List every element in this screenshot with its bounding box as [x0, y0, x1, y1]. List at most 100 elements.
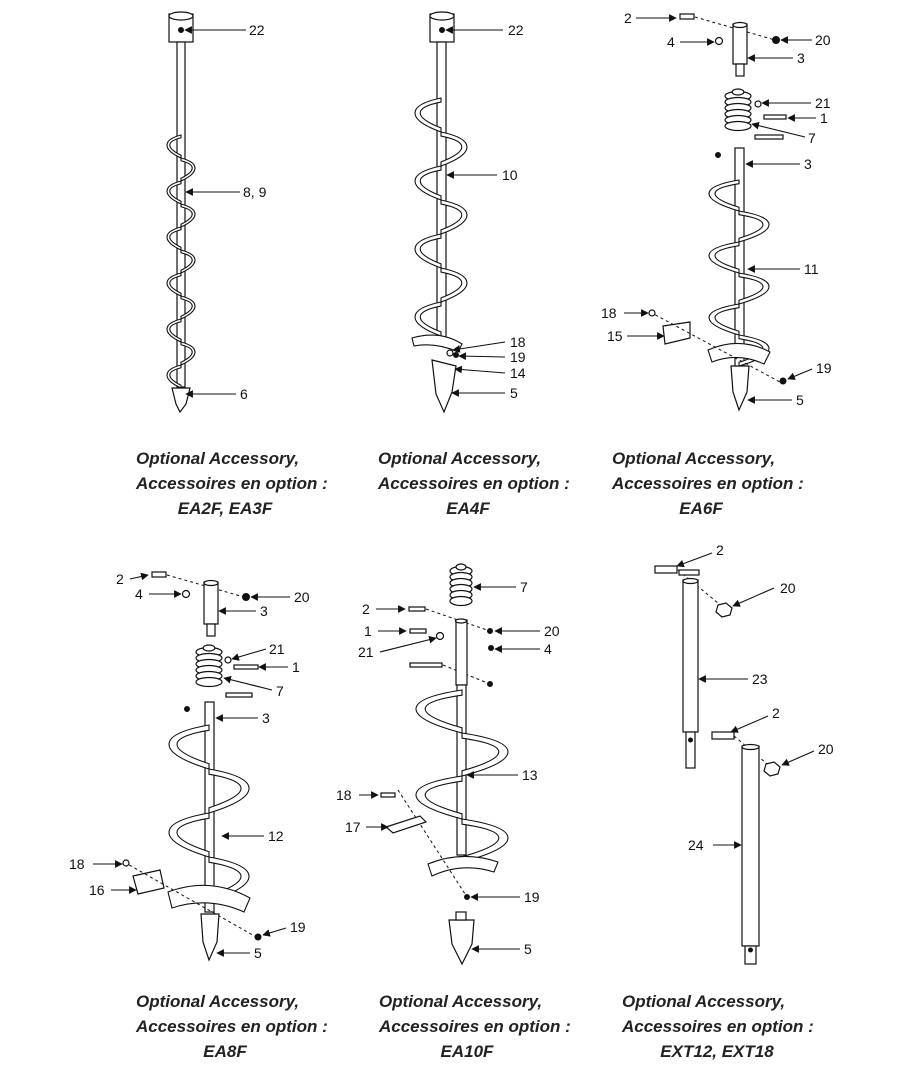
- adapter-3: [203, 581, 219, 625]
- caption-line1: Optional Accessory,: [136, 449, 300, 468]
- auger-shaft: [176, 41, 186, 388]
- caption-model: EA4F: [446, 499, 490, 518]
- callout-20: 20: [780, 580, 796, 596]
- caption-ea2f: Optional Accessory, Accessoires en optio…: [136, 446, 416, 521]
- callout-1: 1: [292, 659, 300, 675]
- callout-3b: 3: [804, 156, 812, 172]
- extension-24-pin: [744, 945, 757, 965]
- spring-hole: [731, 88, 745, 96]
- extension-23-pin: [685, 731, 696, 769]
- leader-19: [262, 927, 287, 937]
- caption-model: EA10F: [440, 1042, 494, 1061]
- caption-model: EA2F, EA3F: [177, 499, 273, 518]
- flight-segment: [414, 165, 442, 201]
- caption-ext: Optional Accessory, Accessoires en optio…: [622, 989, 902, 1064]
- callout-18: 18: [69, 856, 85, 872]
- auger-flights: [708, 179, 770, 367]
- extension-23-top: [682, 577, 699, 585]
- flight-segment: [440, 131, 468, 167]
- nut-19: [453, 352, 459, 358]
- caption-line2: Accessoires en option :: [378, 474, 570, 493]
- callout-4: 4: [135, 586, 143, 602]
- flight-segment: [708, 241, 740, 274]
- blade-16: [132, 869, 165, 895]
- adapter-hub: [455, 619, 468, 686]
- nut-20: [715, 602, 733, 618]
- flight-segment: [166, 272, 182, 297]
- callout-4: 4: [544, 641, 552, 657]
- auger-flights: [414, 97, 468, 337]
- callout-20b: 20: [818, 741, 834, 757]
- bolt-lower: [754, 134, 784, 140]
- leader-19: [458, 352, 506, 360]
- caption-line1: Optional Accessory,: [378, 449, 542, 468]
- panel-ea6f-drawing: 2 4 20 3 21 1 7 3 11 18 15 19 5: [601, 10, 832, 412]
- flight-segment: [415, 689, 463, 734]
- flight-segment: [708, 303, 740, 336]
- washer-21: [754, 100, 762, 108]
- flight-segment: [166, 180, 182, 205]
- callout-23: 23: [752, 671, 768, 687]
- nut-lower: [487, 681, 493, 687]
- callout-4: 4: [667, 34, 675, 50]
- hub-bolt-hole: [178, 27, 184, 33]
- callout-22: 22: [249, 22, 265, 38]
- panel-ea4f-drawing: 22 10 18 19 14 5: [411, 11, 526, 414]
- nut-19: [254, 933, 262, 941]
- callout-3: 3: [797, 50, 805, 66]
- callout-12: 12: [268, 828, 284, 844]
- adapter-pin: [735, 63, 745, 77]
- point-5: [448, 919, 475, 966]
- caption-ea6f: Optional Accessory, Accessoires en optio…: [612, 446, 892, 521]
- nut-19: [779, 377, 787, 385]
- callout-5: 5: [524, 941, 532, 957]
- callout-24: 24: [688, 837, 704, 853]
- assembly-axis: [425, 608, 491, 632]
- bolt-2: [151, 571, 167, 578]
- flight-segment: [414, 97, 442, 133]
- nut-4: [488, 645, 494, 651]
- caption-line2: Accessoires en option :: [136, 474, 328, 493]
- callout-5: 5: [796, 392, 804, 408]
- caption-model: EA6F: [679, 499, 723, 518]
- panel-ea2f-drawing: 22 8, 9 6: [166, 11, 267, 414]
- callout-13: 13: [522, 767, 538, 783]
- flight-segment: [168, 812, 210, 858]
- callout-3b: 3: [262, 710, 270, 726]
- flight-segment: [461, 732, 509, 777]
- adapter-pin: [206, 623, 216, 637]
- flight-segment: [166, 364, 182, 389]
- hub-top: [168, 11, 194, 21]
- callout-15: 15: [607, 328, 623, 344]
- flight-segment: [414, 233, 442, 269]
- assembly-axis: [166, 574, 245, 598]
- auger-flights: [168, 724, 250, 902]
- callout-20: 20: [815, 32, 831, 48]
- callout-2b: 2: [772, 705, 780, 721]
- flight-segment: [180, 295, 196, 320]
- adapter-top: [732, 21, 748, 29]
- caption-line2: Accessoires en option :: [612, 474, 804, 493]
- flight-segment: [168, 724, 210, 770]
- flight-segment: [415, 775, 463, 820]
- caption-ea10f: Optional Accessory, Accessoires en optio…: [379, 989, 659, 1064]
- caption-line1: Optional Accessory,: [612, 449, 776, 468]
- nut-20: [487, 628, 493, 634]
- point-5: [431, 359, 457, 414]
- assembly-axis: [694, 16, 776, 41]
- spring-hole: [202, 644, 216, 652]
- leader-20b: [781, 750, 815, 766]
- callout-20: 20: [294, 589, 310, 605]
- callout-10: 10: [502, 167, 518, 183]
- bolt-1: [409, 628, 427, 634]
- panel-ext-drawing: 2 20 23 2 20 24: [654, 542, 834, 965]
- adapter-3: [732, 23, 748, 65]
- flight-segment: [166, 226, 182, 251]
- callout-19: 19: [816, 360, 832, 376]
- caption-line1: Optional Accessory,: [136, 992, 300, 1011]
- bolt-18: [446, 349, 454, 357]
- callout-19: 19: [510, 349, 526, 365]
- blade-15: [662, 321, 691, 345]
- bottom-flight: [167, 884, 251, 913]
- caption-ea8f: Optional Accessory, Accessoires en optio…: [136, 989, 416, 1064]
